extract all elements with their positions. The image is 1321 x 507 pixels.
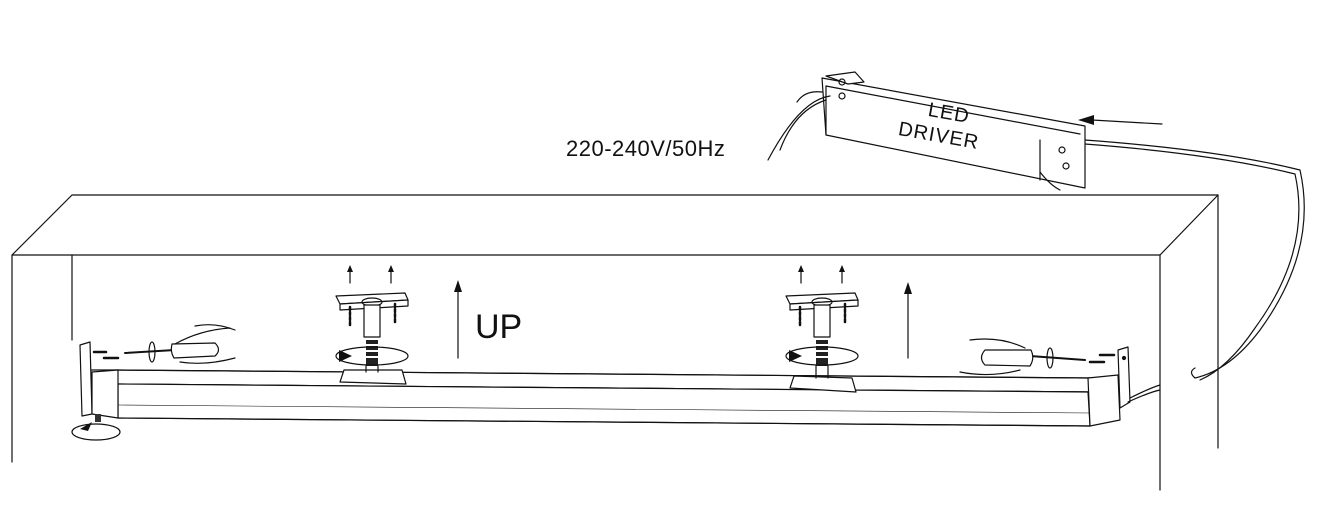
direction-label: UP — [475, 308, 523, 346]
rotation-arrow-icon — [785, 346, 859, 366]
up-arrow-icon — [454, 280, 462, 359]
up-arrow-icon — [347, 265, 394, 284]
screw-icon — [92, 350, 120, 360]
screw-icon — [1088, 353, 1116, 364]
screwdriver-icon — [124, 324, 236, 364]
power-rating-label: 220-240V/50Hz — [566, 136, 726, 161]
cabinet-outline — [11, 194, 1219, 491]
screwdriver-icon — [959, 338, 1086, 376]
mounting-bracket — [785, 292, 859, 393]
up-arrow-icon — [904, 282, 912, 359]
led-driver-box — [821, 71, 1086, 191]
screw-icon — [348, 302, 397, 328]
up-arrow-icon — [798, 265, 845, 284]
rotation-arrow-icon — [71, 422, 121, 441]
led-bar — [79, 341, 1131, 427]
output-cable — [1084, 139, 1305, 403]
rotation-arrow-icon — [335, 346, 409, 366]
screw-icon — [798, 302, 847, 328]
pointer-arrow-icon — [1078, 115, 1163, 125]
input-wire — [767, 91, 831, 161]
mounting-bracket — [335, 292, 409, 385]
